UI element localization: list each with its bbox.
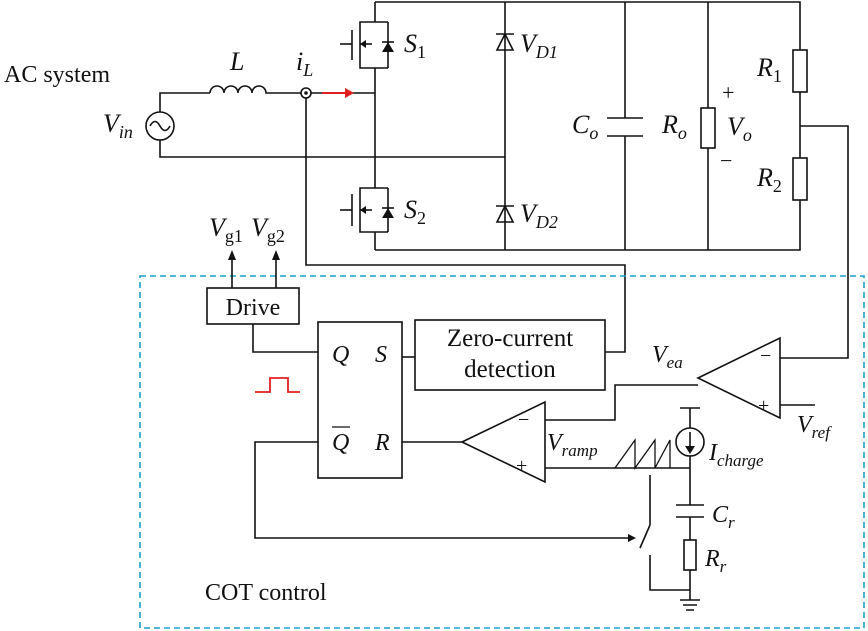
current-arrow-icon [322,88,354,98]
switch-s1 [340,2,394,93]
current-label: iL [296,47,313,80]
vd1-label: VD1 [520,29,558,62]
comparator-minus-label: − [518,409,529,431]
ff-s-label: S [375,342,387,368]
vea-label: Vea [652,342,683,372]
ff-r-label: R [374,430,390,456]
vin-label: Vin [103,109,133,142]
switch-s2 [340,157,394,250]
switch-drive-arrow [628,534,636,542]
cot-control-boundary [139,275,865,629]
current-sense-node [300,87,312,99]
zcd-label-line1: Zero-current [447,325,573,352]
pulse-waveform-icon [255,377,300,393]
comparator-plus-label: + [516,455,527,477]
resistor-ro-icon [700,107,716,149]
zcd-block [414,319,606,391]
r1-label: R1 [756,53,782,86]
vg2-label: Vg2 [251,213,285,246]
vo-plus-label: + [722,80,734,105]
s2-label: S2 [404,195,426,228]
drive-block [206,287,300,325]
error-amp-minus-label: − [760,345,771,367]
ro-label: Ro [661,110,687,143]
drive-input-wire [252,324,318,353]
resistor-r2-icon [792,157,808,201]
ramp-generator [639,407,705,611]
vg1-label: Vg1 [209,213,243,246]
icharge-label: Icharge [708,440,764,470]
ac-system-label: AC system [4,62,110,88]
rr-label: Rr [704,546,727,576]
power-wiring [159,1,849,359]
qbar-feedback-wire [254,441,632,539]
resistor-r1-icon [792,49,808,93]
vref-label: Vref [797,412,832,442]
inductor-label: L [229,47,244,76]
vd2-label: VD2 [520,199,558,232]
s1-label: S1 [404,29,426,62]
ramp-waveform-icon [614,437,671,471]
ac-source-icon [145,111,175,141]
ff-qbar-label: Q [332,430,349,456]
co-label: Co [572,110,598,143]
vramp-label: Vramp [547,430,598,460]
drive-output-arrows [228,250,280,288]
r2-label: R2 [756,163,782,196]
vea-wire [545,384,698,421]
vo-minus-label: − [720,148,732,173]
cot-control-label: COT control [205,580,327,606]
vo-label: Vo [727,112,752,145]
ff-q-label: Q [332,342,349,368]
error-amp-plus-label: + [758,395,769,417]
error-amplifier [696,336,781,420]
cr-label: Cr [712,502,735,532]
sr-flipflop-block [317,321,403,479]
zcd-label-line2: detection [464,356,556,383]
comparator [460,400,546,484]
diode-d2-icon [495,204,515,223]
drive-label: Drive [226,295,281,321]
inductor-icon [209,85,268,94]
capacitor-co-icon [607,117,643,137]
diode-d1-icon [495,32,515,51]
